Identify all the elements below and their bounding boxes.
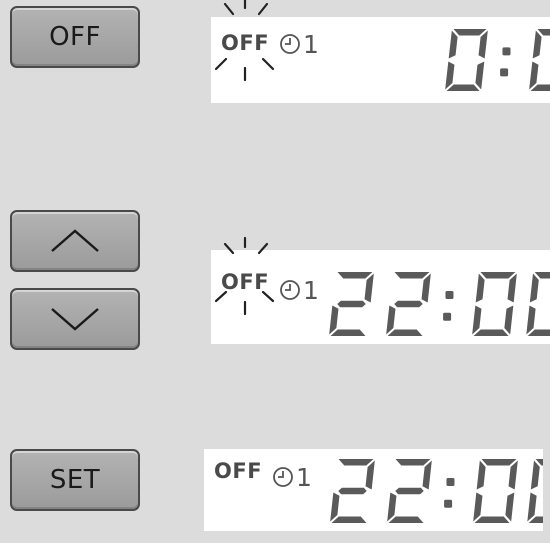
off-indicator: OFF [221, 270, 270, 294]
digit-segment-g [338, 487, 367, 495]
timer-display-3: OFF 1 [204, 449, 543, 531]
clock-icon [280, 280, 300, 300]
clock-icon [280, 34, 300, 54]
up-button[interactable] [10, 210, 140, 272]
chevron-down-icon [51, 308, 99, 331]
digit-segment-d [387, 329, 423, 336]
digit-segment-a [480, 272, 516, 279]
digit-segment-b [507, 273, 517, 303]
set-button[interactable]: SET [10, 449, 140, 511]
digit-segment-e [445, 61, 455, 90]
digit-segment-e [386, 305, 396, 335]
digit-segment-e [527, 492, 537, 522]
colon-dot-top [502, 47, 511, 56]
colon-dot-bottom [443, 312, 452, 321]
digit-segment-a [534, 272, 550, 279]
digit-segment-d [388, 516, 424, 523]
off-button-label: OFF [49, 22, 101, 52]
digit-segment-f [532, 30, 542, 59]
digit-segment-c [475, 61, 485, 90]
colon-dot-top [446, 478, 455, 487]
digit-segment-a [535, 459, 543, 466]
digit-segment-b [478, 30, 488, 59]
blink-indicator-icon [214, 236, 275, 316]
digit-segment-a [395, 459, 431, 466]
down-button[interactable] [10, 288, 140, 350]
digit-segment-a [337, 272, 373, 279]
digit-segment-e [329, 305, 339, 335]
digit-segment-b [365, 460, 375, 490]
digit-segment-e [387, 492, 397, 522]
digit-segment-d [528, 516, 543, 523]
digit-segment-b [422, 460, 432, 490]
digit-segment-a [537, 29, 550, 36]
digit-segment-a [453, 29, 487, 36]
digit-segment-g [394, 300, 423, 308]
digit-segment-e [473, 492, 483, 522]
digit-segment-g [395, 487, 424, 495]
digit-segment-a [481, 459, 517, 466]
off-indicator: OFF [221, 31, 270, 55]
colon-dot-bottom [500, 68, 509, 77]
timer-number: 1 [303, 276, 319, 305]
chevron-up-icon [51, 229, 99, 252]
digit-segment-d [473, 329, 509, 336]
digit-segment-g [337, 300, 366, 308]
digit-segment-d [446, 84, 480, 91]
timer-number: 1 [296, 463, 312, 492]
digit-segment-e [526, 305, 536, 335]
blink-indicator-icon [214, 0, 275, 82]
digit-segment-f [448, 30, 458, 59]
digit-segment-b [508, 460, 518, 490]
off-button[interactable]: OFF [10, 6, 140, 68]
digit-segment-d [527, 329, 550, 336]
timer-display-2: OFF 1 [211, 236, 550, 344]
digit-segment-e [330, 492, 340, 522]
digit-segment-d [330, 329, 366, 336]
set-button-label: SET [49, 465, 101, 495]
time-digits [329, 272, 550, 336]
digit-segment-c [505, 492, 515, 522]
colon-dot-top [445, 291, 454, 300]
timer-display-1: OFF 1 [211, 0, 550, 103]
off-indicator: OFF [214, 459, 263, 483]
digit-segment-f [529, 273, 539, 303]
digit-segment-b [421, 273, 431, 303]
timer-number: 1 [303, 30, 319, 59]
digit-segment-e [529, 61, 539, 90]
digit-segment-f [475, 273, 485, 303]
digit-segment-f [476, 460, 486, 490]
digit-segment-a [394, 272, 430, 279]
digit-segment-d [530, 84, 550, 91]
digit-segment-b [364, 273, 374, 303]
clock-icon [273, 467, 293, 487]
digit-segment-e [472, 305, 482, 335]
digit-segment-d [474, 516, 510, 523]
time-digits [445, 29, 550, 91]
digit-segment-f [530, 460, 540, 490]
colon-dot-bottom [444, 499, 453, 508]
digit-segment-d [331, 516, 367, 523]
time-digits [330, 459, 543, 523]
digit-segment-a [338, 459, 374, 466]
digit-segment-c [504, 305, 514, 335]
